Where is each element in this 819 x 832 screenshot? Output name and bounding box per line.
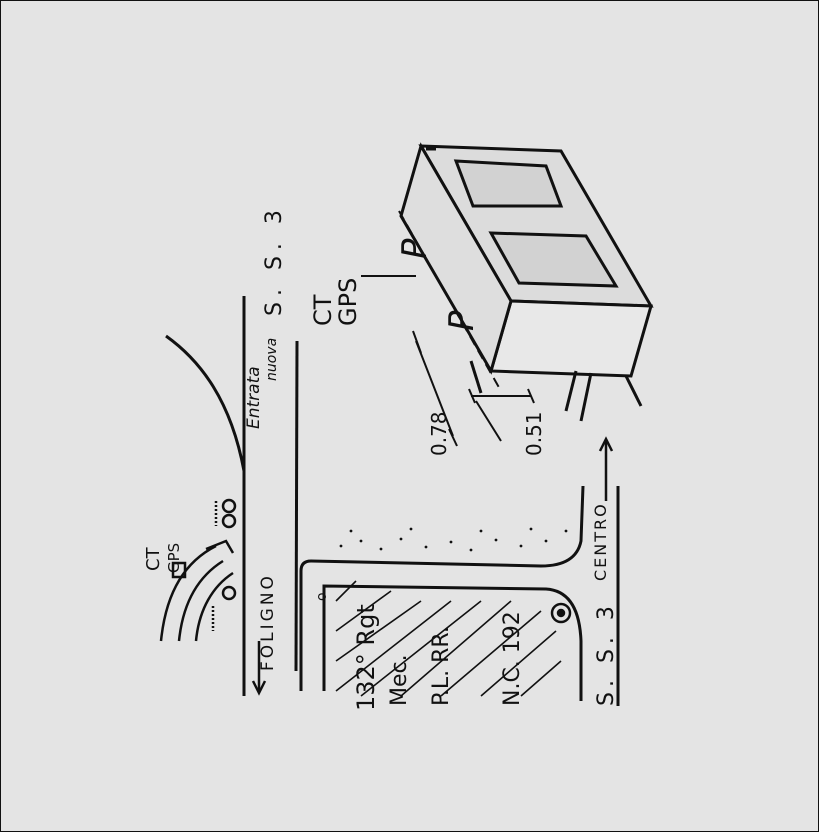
cabinet-leg-1	[564, 370, 578, 412]
hatched-building	[335, 580, 562, 697]
label-nuova: nuova	[264, 338, 280, 381]
label-gps-mid: GPS	[334, 278, 362, 326]
dimension-lines	[412, 330, 535, 447]
entrata-branch-road	[165, 301, 246, 472]
reference-dashed-line	[398, 210, 502, 392]
label-ss3-bottom: S. S. 3	[594, 601, 619, 706]
label-ss3-top: S. S. 3	[262, 204, 287, 316]
gravel-dots	[339, 527, 568, 552]
cabinet-detail	[399, 142, 654, 422]
label-centro: CENTRO	[591, 502, 610, 581]
cabinet-leg-2	[579, 372, 593, 422]
label-p-left: P	[442, 310, 482, 331]
cabinet-side-face	[399, 142, 513, 375]
label-p-right: P	[395, 238, 435, 259]
tree-symbol-2	[221, 498, 237, 514]
label-entrata: Entrata	[244, 366, 264, 429]
side-road-upper-edge	[299, 485, 585, 691]
tree-symbol-3	[221, 585, 237, 601]
label-mec: Mec.	[387, 654, 412, 706]
label-pl-rr: P.L. RR.	[429, 626, 454, 706]
centro-arrow-head	[598, 436, 614, 452]
circle-symbol	[550, 602, 572, 624]
tree-symbol-1	[221, 513, 237, 529]
label-ct-top: CT	[143, 546, 164, 571]
cabinet-door-upper	[453, 159, 564, 208]
label-house-number: N.C. 192	[500, 611, 525, 706]
curve-middle	[177, 559, 224, 642]
ct-gps-curve-site	[159, 498, 237, 642]
foligno-arrow-head	[251, 680, 267, 696]
ct-pointer	[205, 539, 235, 554]
branch-line-inner	[165, 334, 246, 472]
circle-symbol-dot	[556, 608, 566, 618]
ct-marker-box	[171, 561, 187, 579]
label-point-marker: o	[314, 592, 330, 601]
cabinet-front-face	[489, 299, 653, 378]
label-dim-horizontal: 0.51	[522, 411, 546, 456]
dim-vertical-tick-b	[448, 428, 458, 447]
road-line-right	[294, 340, 299, 672]
circle-symbol-ring	[550, 602, 572, 624]
label-regiment: 132° Rgt	[352, 604, 380, 711]
centro-arrow	[598, 436, 614, 501]
label-ct-mid: CT	[309, 294, 337, 326]
curve-inner	[194, 571, 234, 642]
label-foligno: FOLIGNO	[258, 573, 278, 671]
dim-vertical-tick-a	[412, 330, 422, 354]
dim-vertical-line	[415, 340, 454, 437]
cabinet-strip	[469, 360, 483, 394]
dim-horizontal-lead	[475, 400, 502, 442]
side-road	[299, 485, 620, 706]
label-gps-top: GPS	[165, 543, 183, 573]
label-dim-vertical: 0.78	[427, 411, 451, 456]
side-road-lower-edge	[322, 584, 583, 701]
cabinet-door-lower	[488, 231, 619, 288]
foligno-arrow	[251, 641, 267, 696]
cabinet-leg-3	[624, 375, 643, 407]
dim-horizontal-tick-a	[468, 388, 476, 404]
curve-outer	[159, 544, 217, 642]
cabinet-reference	[361, 210, 502, 392]
dim-horizontal-tick-b	[527, 388, 535, 404]
